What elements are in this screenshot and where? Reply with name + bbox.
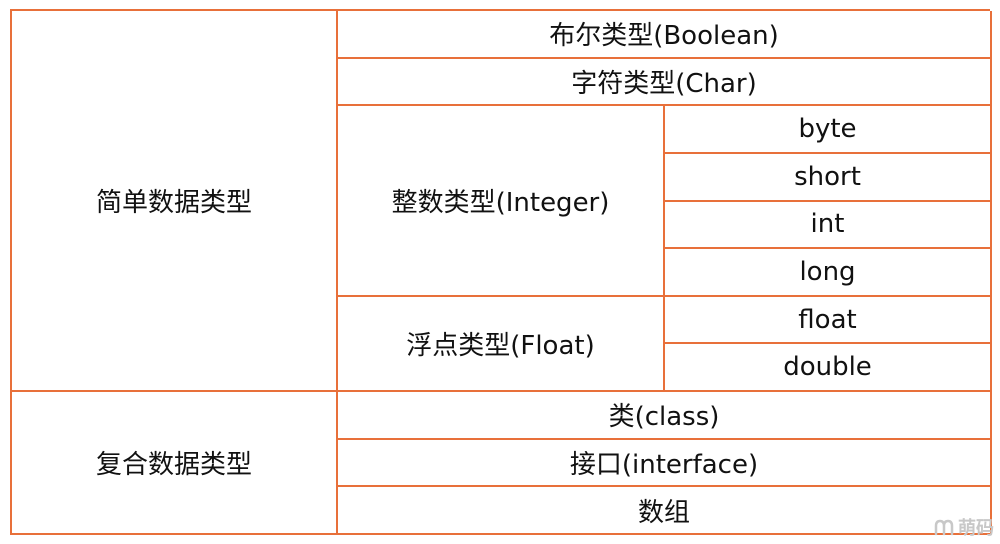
composite-type-interface: 接口(interface) (338, 439, 992, 488)
integer-type-long: long (665, 249, 992, 297)
watermark-logo-icon (934, 519, 954, 536)
integer-type-short: short (665, 153, 992, 202)
watermark: 萌码 (934, 514, 994, 540)
boolean-type-cell: 布尔类型(Boolean) (338, 11, 992, 59)
char-type-cell: 字符类型(Char) (338, 58, 992, 107)
watermark-text: 萌码 (958, 518, 994, 539)
composite-type-array: 数组 (338, 487, 992, 535)
integer-type-label: 整数类型(Integer) (338, 106, 665, 297)
data-types-table: 简单数据类型 布尔类型(Boolean) 字符类型(Char) 整数类型(Int… (10, 9, 992, 535)
composite-type-class: 类(class) (338, 392, 992, 440)
composite-data-types-label: 复合数据类型 (12, 392, 338, 535)
integer-type-int: int (665, 201, 992, 250)
simple-data-types-label: 简单数据类型 (12, 11, 338, 393)
float-type-double: double (665, 344, 992, 393)
integer-type-byte: byte (665, 106, 992, 154)
float-type-label: 浮点类型(Float) (338, 296, 665, 393)
float-type-float: float (665, 296, 992, 345)
